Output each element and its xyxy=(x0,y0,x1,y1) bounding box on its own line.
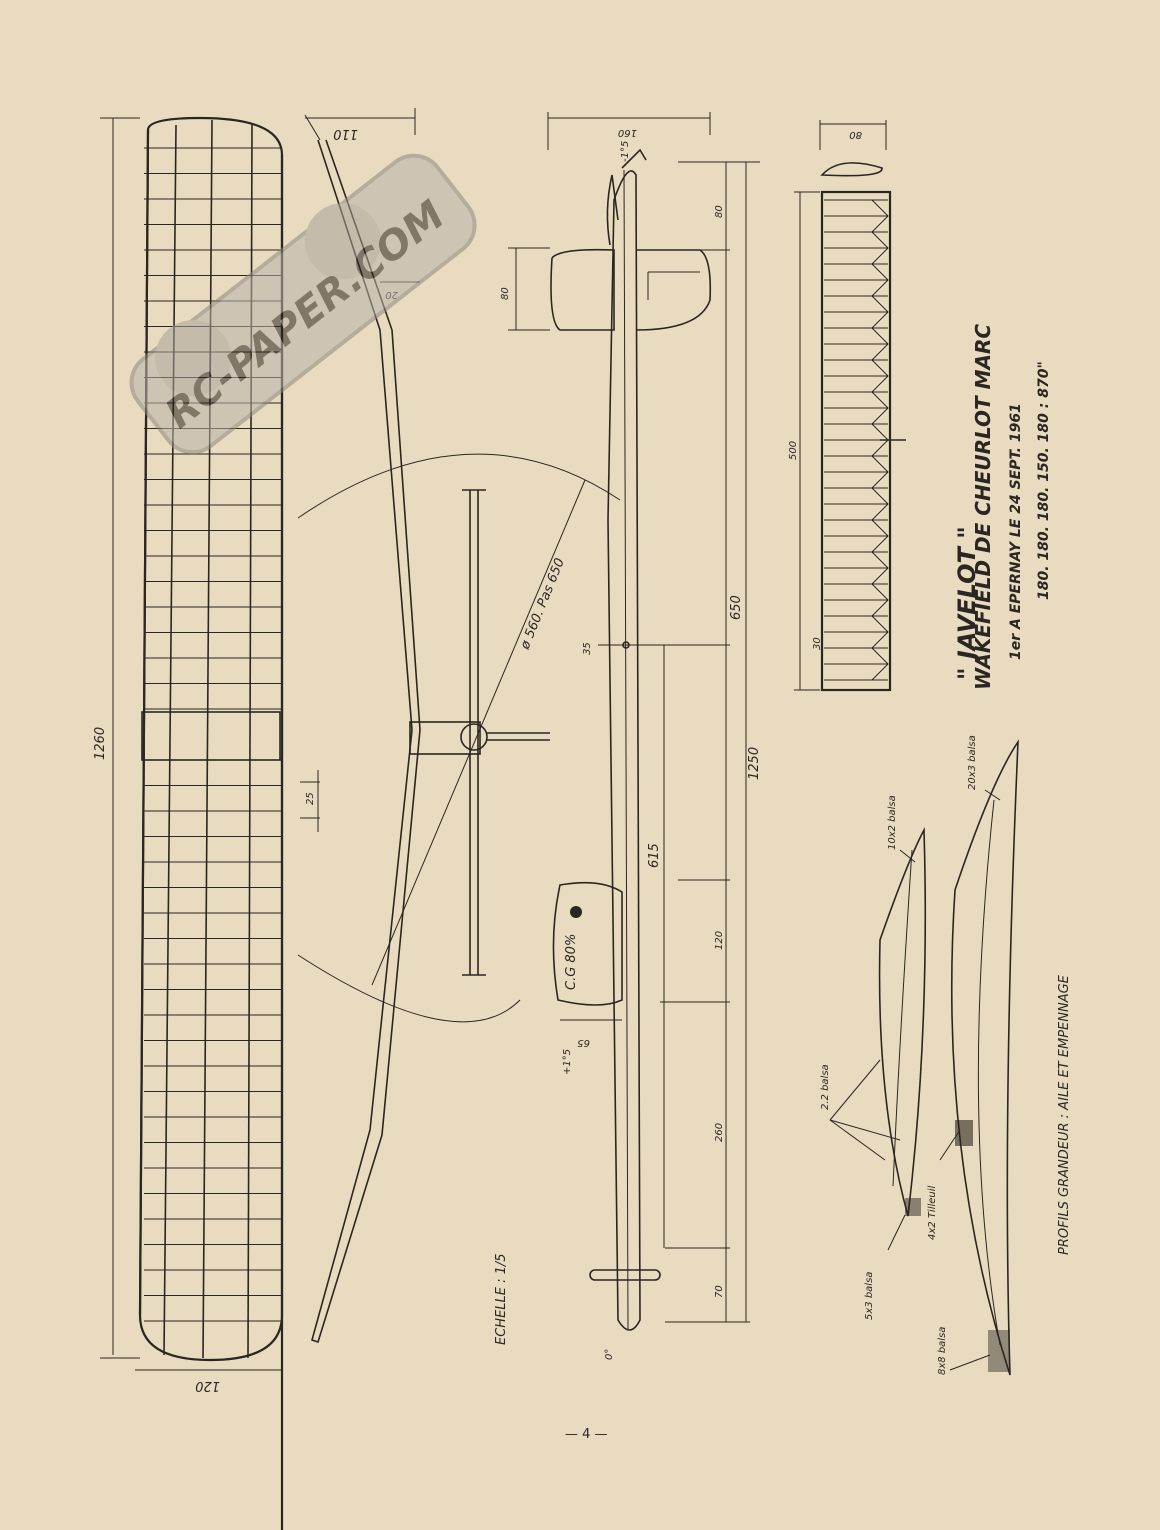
propeller-hub xyxy=(460,723,488,751)
rear-length-label: 615 xyxy=(647,843,662,868)
stab-diagonal xyxy=(871,487,889,521)
stab-diagonal xyxy=(871,263,889,297)
stab-diagonal xyxy=(871,583,889,617)
nose-width-label: 160 xyxy=(618,127,637,138)
stab-diagonal xyxy=(871,551,889,585)
profiles-label: PROFILS GRANDEUR : AILE ET EMPENNAGE xyxy=(1057,974,1072,1255)
tip-chord-bottom-label: 120 xyxy=(195,1378,220,1393)
mid-segment-label: 120 xyxy=(714,931,725,950)
wing-dihedral-outline xyxy=(311,139,421,1344)
stabilizer-plan: 80 500 30 xyxy=(788,120,906,692)
wing-profile xyxy=(878,826,927,1217)
tail-trailing-note: 8x8 balsa xyxy=(937,1327,948,1375)
fin-top-label: 80 xyxy=(714,205,725,218)
cg-width-label: 65 xyxy=(577,1037,590,1048)
result-line: 1er A EPERNAY LE 24 SEPT. 1961 xyxy=(1008,403,1024,660)
profiles: 10x2 balsa 20x3 balsa 2.2 balsa 4x2 Till… xyxy=(820,735,1072,1376)
tail-leading-note: 20x3 balsa xyxy=(967,735,978,790)
motor-line: 180. 180. 180. 150. 180 : 870" xyxy=(1036,361,1052,600)
wing-trailing-note: 5x3 balsa xyxy=(864,1272,875,1320)
stab-root-label: 30 xyxy=(812,637,823,650)
wing-span-label: 1260 xyxy=(93,727,108,760)
stab-diagonal xyxy=(871,327,889,361)
stab-diagonal xyxy=(871,455,889,489)
propeller-disc-arc xyxy=(297,453,621,519)
cg-pod xyxy=(552,881,623,1006)
stab-rib-grid xyxy=(824,199,889,681)
fuselage-dimensions: 160 80 80 650 1250 615 120 260 70 xyxy=(500,112,762,1323)
stab-diagonal xyxy=(871,199,889,233)
front-length-label: 650 xyxy=(729,595,744,620)
tail-segment-label: 260 xyxy=(714,1123,725,1142)
tailplane-mount xyxy=(589,1269,661,1281)
stab-outline xyxy=(820,190,892,692)
pylon-label: 35 xyxy=(582,642,593,655)
scale-label: ECHELLE : 1/5 xyxy=(494,1253,509,1345)
cg-label: C.G 80% xyxy=(564,934,579,990)
wing-incidence-label: +1°5 xyxy=(562,1049,573,1075)
stab-span-label: 500 xyxy=(788,441,799,460)
fuselage-outline xyxy=(607,170,641,1331)
fin-front xyxy=(550,248,615,331)
plan-subtitle: WAKEFIELD DE CHEURLOT MARC xyxy=(971,324,995,690)
spar-note: 4x2 Tilleuil xyxy=(927,1185,938,1240)
plan-title: " JAVELOT " xyxy=(953,526,981,680)
stab-diagonal xyxy=(871,231,889,265)
wing-center-section xyxy=(141,711,281,761)
fin-rear xyxy=(635,249,712,331)
title-block: " JAVELOT " WAKEFIELD DE CHEURLOT MARC 1… xyxy=(953,324,1052,690)
rib-spacing-label: 25 xyxy=(305,792,316,805)
stab-diagonal xyxy=(871,647,889,681)
stab-diagonal xyxy=(871,359,889,393)
tail-incidence-label: 0° xyxy=(604,1349,615,1360)
stab-diagonal xyxy=(871,295,889,329)
stab-diagonal xyxy=(871,519,889,553)
stab-profile xyxy=(820,162,883,177)
fin-height-label: 80 xyxy=(500,287,511,300)
page-number: — 4 — xyxy=(565,1427,608,1442)
prop-diameter-label: ø 560. Pas 650 xyxy=(517,556,568,652)
stab-diagonal xyxy=(871,391,889,425)
stab-chord-label: 80 xyxy=(849,129,862,140)
nose-incidence-label: -1°5 xyxy=(620,141,631,162)
tail-end-label: 70 xyxy=(714,1285,725,1298)
total-length-label: 1250 xyxy=(747,747,762,780)
tip-chord-top-label: 110 xyxy=(333,126,358,141)
tail-profile xyxy=(950,739,1019,1376)
wing-leading-note: 10x2 balsa xyxy=(887,795,898,850)
stab-diagonal xyxy=(871,615,889,649)
ribs-note: 2.2 balsa xyxy=(820,1064,831,1110)
fuselage-side-view: 35 C.G 80% 65 +1°5 0° -1°5 xyxy=(550,141,712,1360)
